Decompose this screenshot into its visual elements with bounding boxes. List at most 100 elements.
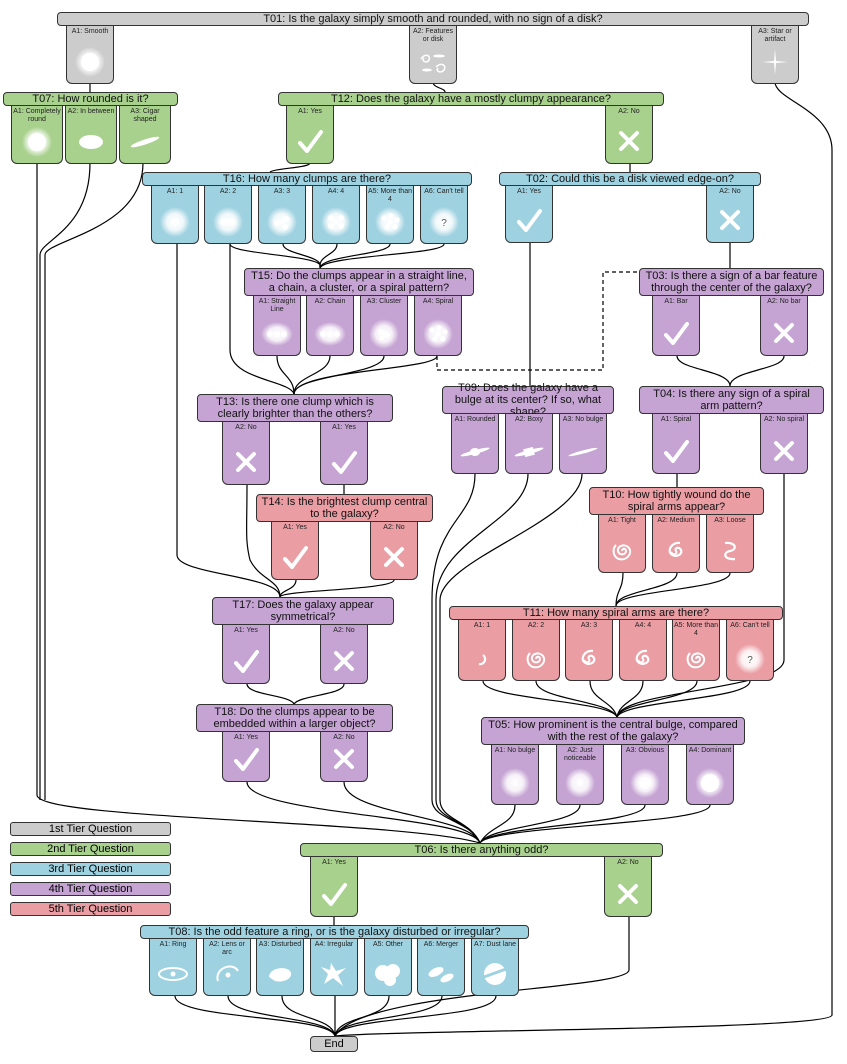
answer-label: A2: No bbox=[618, 108, 640, 115]
dominant-bulge-icon bbox=[687, 768, 733, 798]
many-clumps-icon bbox=[367, 207, 413, 237]
answer-label: A1: Yes bbox=[283, 524, 307, 531]
answer-t16-a5: A5: More than 4 bbox=[366, 186, 414, 244]
answer-t08-a1: A1: Ring bbox=[149, 939, 197, 996]
answer-label: A5: Other bbox=[373, 941, 403, 948]
answer-label: A1: Yes bbox=[332, 424, 356, 431]
answer-t10-a2: A2: Medium bbox=[652, 515, 700, 573]
answer-label: A6: Can't tell bbox=[424, 188, 464, 195]
answer-label: A1: Yes bbox=[517, 188, 541, 195]
question-t01: T01: Is the galaxy simply smooth and rou… bbox=[57, 12, 809, 26]
svg-text:?: ? bbox=[441, 218, 447, 229]
answer-label: A3: Cigar shaped bbox=[130, 108, 160, 123]
one-clump-icon bbox=[152, 207, 198, 237]
answer-label: A1: Bar bbox=[664, 298, 688, 305]
answer-label: A2: 2 bbox=[527, 622, 545, 629]
cross-icon bbox=[321, 647, 367, 677]
answer-t07-a3: A3: Cigar shaped bbox=[119, 106, 171, 164]
answer-t12-a1: A1: Yes bbox=[286, 106, 334, 164]
no-bulge-icon bbox=[560, 437, 606, 467]
answer-label: A2: Boxy bbox=[514, 416, 543, 423]
checkmark-icon bbox=[321, 448, 367, 478]
answer-t18-a2: A2: No bbox=[320, 732, 368, 782]
answer-t15-a4: A4: Spiral bbox=[414, 296, 462, 356]
cross-icon bbox=[605, 880, 651, 910]
medium-spiral-icon bbox=[653, 536, 699, 566]
answer-t16-a2: A2: 2 bbox=[204, 186, 252, 244]
answer-label: A3: Obvious bbox=[625, 747, 665, 754]
answer-label: A1: Ring bbox=[159, 941, 187, 948]
cigar-galaxy-icon bbox=[120, 127, 170, 157]
answer-t09-a3: A3: No bulge bbox=[559, 414, 607, 474]
answer-label: A2: No bbox=[383, 524, 405, 531]
answer-t14-a2: A2: No bbox=[370, 522, 418, 580]
answer-t12-a2: A2: No bbox=[605, 106, 653, 164]
answer-t15-a1: A1: Straight Line bbox=[253, 296, 301, 356]
answer-t11-a4: A4: 4 bbox=[619, 620, 667, 681]
question-t06: T06: Is there anything odd? bbox=[300, 843, 663, 857]
answer-label: A3: Disturbed bbox=[258, 941, 302, 948]
answer-t05-a3: A3: Obvious bbox=[621, 745, 669, 805]
answer-label: A3: Cluster bbox=[366, 298, 402, 305]
answer-t08-a3: A3: Disturbed bbox=[256, 939, 304, 996]
answer-t03-a1: A1: Bar bbox=[652, 296, 700, 356]
answer-t11-a6: A6: Can't tell? bbox=[726, 620, 774, 681]
round-galaxy-icon bbox=[12, 127, 62, 157]
answer-label: A2: No bbox=[235, 424, 257, 431]
cross-icon bbox=[321, 745, 367, 775]
answer-t09-a1: A1: Rounded bbox=[451, 414, 499, 474]
question-t02: T02: Could this be a disk viewed edge-on… bbox=[499, 172, 761, 186]
answer-t11-a1: A1: 1 bbox=[458, 620, 506, 681]
svg-text:?: ? bbox=[747, 655, 753, 666]
chain-icon bbox=[307, 319, 353, 349]
checkmark-icon bbox=[653, 319, 699, 349]
answer-label: A3: Loose bbox=[714, 517, 746, 524]
answer-t15-a3: A3: Cluster bbox=[360, 296, 408, 356]
answer-label: A2: No bbox=[617, 859, 639, 866]
answer-label: A4: Spiral bbox=[422, 298, 454, 305]
small-bulge-icon bbox=[557, 768, 603, 798]
merger-icon bbox=[418, 959, 464, 989]
legend-tier4: 4th Tier Question bbox=[10, 882, 171, 896]
answer-label: A1: No bulge bbox=[494, 747, 536, 754]
answer-t04-a1: A1: Spiral bbox=[652, 414, 700, 474]
answer-t02-a1: A1: Yes bbox=[505, 186, 553, 243]
answer-t07-a1: A1: Completely round bbox=[11, 106, 63, 164]
question-t09: T09: Does the galaxy have a bulge at its… bbox=[442, 382, 614, 418]
answer-label: A1: Smooth bbox=[71, 28, 109, 35]
tight-spiral-icon bbox=[599, 536, 645, 566]
answer-t01-a2: A2: Features or disk bbox=[409, 26, 457, 84]
spiral-clumps-icon bbox=[415, 319, 461, 349]
straight-line-icon bbox=[254, 319, 300, 349]
answer-t06-a1: A1: Yes bbox=[310, 857, 358, 917]
answer-t18-a1: A1: Yes bbox=[222, 732, 270, 782]
answer-label: A7: Dust lane bbox=[473, 941, 517, 948]
question-t18: T18: Do the clumps appear to be embedded… bbox=[196, 704, 393, 732]
answer-t16-a6: A6: Can't tell? bbox=[420, 186, 468, 244]
four-clumps-icon bbox=[313, 207, 359, 237]
answer-label: A3: 3 bbox=[273, 188, 291, 195]
answer-label: A4: Dominant bbox=[688, 747, 732, 754]
question-t10: T10: How tightly wound do the spiral arm… bbox=[589, 487, 764, 515]
obvious-bulge-icon bbox=[622, 768, 668, 798]
checkmark-icon bbox=[272, 543, 318, 573]
answer-label: A2: Features or disk bbox=[412, 28, 454, 43]
irregular-icon bbox=[311, 959, 357, 989]
answer-label: A2: Chain bbox=[314, 298, 346, 305]
checkmark-icon bbox=[311, 880, 357, 910]
one-arm-icon bbox=[459, 644, 505, 674]
answer-t08-a7: A7: Dust lane bbox=[471, 939, 519, 996]
two-clumps-icon bbox=[205, 207, 251, 237]
loose-spiral-icon bbox=[707, 536, 753, 566]
features-disk-icon bbox=[410, 47, 456, 77]
answer-t09-a2: A2: Boxy bbox=[505, 414, 553, 474]
answer-t15-a2: A2: Chain bbox=[306, 296, 354, 356]
answer-label: A1: Rounded bbox=[454, 416, 496, 423]
disturbed-icon bbox=[257, 959, 303, 989]
answer-label: A1: Completely round bbox=[13, 108, 61, 123]
answer-label: A2: No bbox=[719, 188, 741, 195]
answer-t01-a3: A3: Star or artifact bbox=[751, 26, 799, 84]
answer-label: A3: Star or artifact bbox=[758, 28, 792, 43]
answer-label: A2: Lens or arc bbox=[209, 941, 245, 956]
answer-t17-a2: A2: No bbox=[320, 625, 368, 684]
